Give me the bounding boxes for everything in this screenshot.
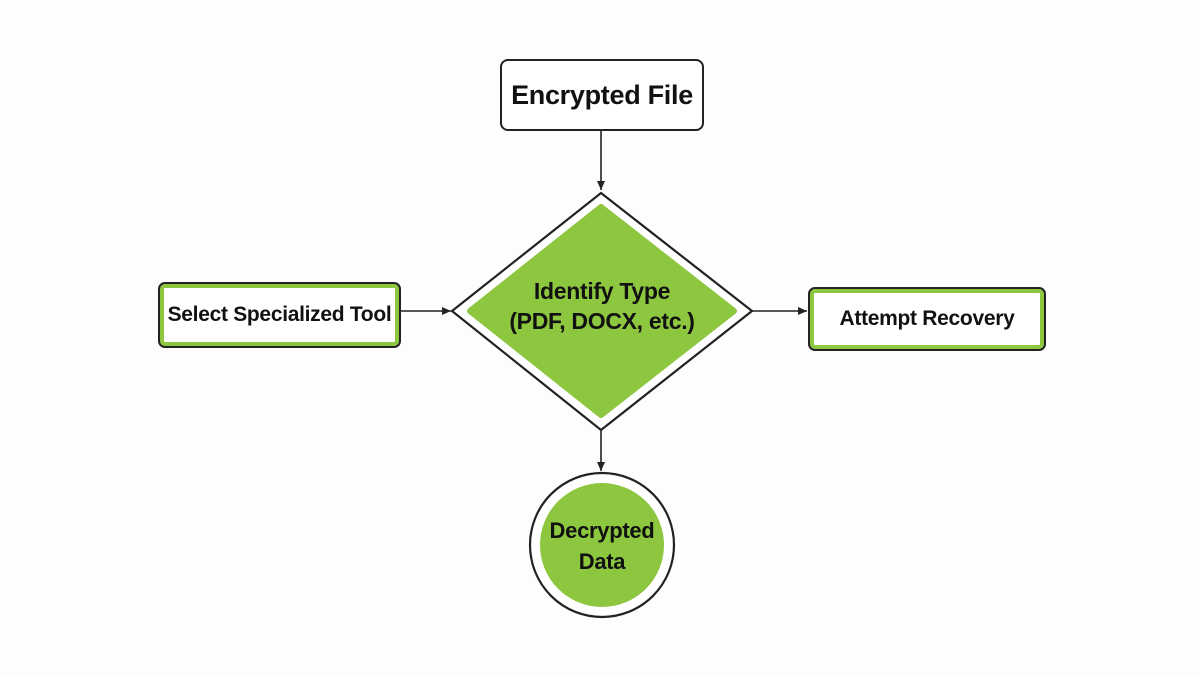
node-encrypted-file-label: Encrypted File — [511, 79, 693, 110]
node-identify-type: Identify Type (PDF, DOCX, etc.) — [452, 276, 752, 336]
terminal-circle-fill — [540, 483, 664, 607]
node-decrypted-data: Decrypted Data — [530, 515, 674, 577]
node-attempt-recovery: Attempt Recovery — [808, 287, 1046, 351]
decrypted-data-line2: Data — [578, 549, 626, 574]
node-select-specialized-tool: Select Specialized Tool — [158, 282, 401, 348]
node-encrypted-file: Encrypted File — [500, 59, 704, 131]
decision-diamond-fill — [467, 204, 737, 418]
decrypted-data-line1: Decrypted — [549, 518, 655, 543]
identify-type-title: Identify Type — [533, 278, 671, 304]
node-select-tool-label: Select Specialized Tool — [167, 303, 392, 326]
identify-type-subtitle: (PDF, DOCX, etc.) — [509, 308, 695, 334]
node-attempt-recovery-label: Attempt Recovery — [839, 307, 1015, 330]
